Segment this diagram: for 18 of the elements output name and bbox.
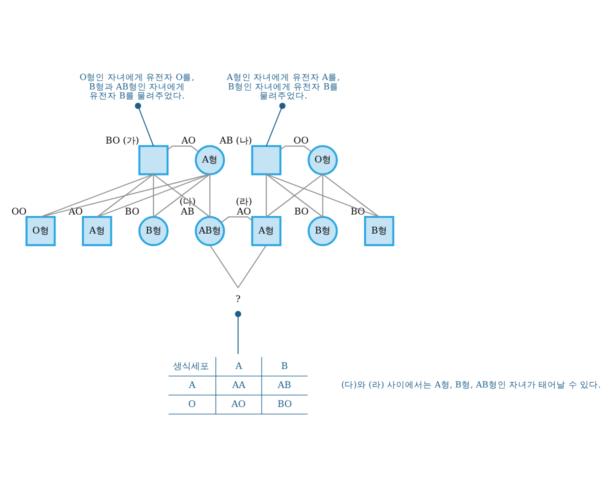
node-label: BO [124,206,140,217]
node-label: AB (나) [220,135,252,146]
node-label: BO (가) [106,135,140,146]
node-text: ? [236,294,241,305]
node-text: O형인 자녀에게 유전자 O를, B형과 AB형인 자녀에게 유전자 B를 물려주었다. [80,72,194,101]
label: (다)와 (라) 사이에서는 A형, B형, AB형인 자녀가 태어날 수 있다. [341,380,601,390]
node-label: OO [11,206,26,217]
node-label: BO [350,206,366,217]
node-text: A형인 자녀에게 유전자 A를, B형인 자녀에게 유전자 B를 물려주었다. [226,72,340,101]
node-text: 생식세포 A B A AA AB O AO BO [173,360,292,410]
node-label: AO [181,135,196,146]
node-label: OO [294,135,309,146]
node-label: AO [236,206,252,217]
node-label: BO [294,206,309,217]
node-label: AO [68,206,83,217]
node-label: (다) [179,196,196,208]
node-label: (라) [236,196,252,208]
node-label: AB [180,206,194,217]
